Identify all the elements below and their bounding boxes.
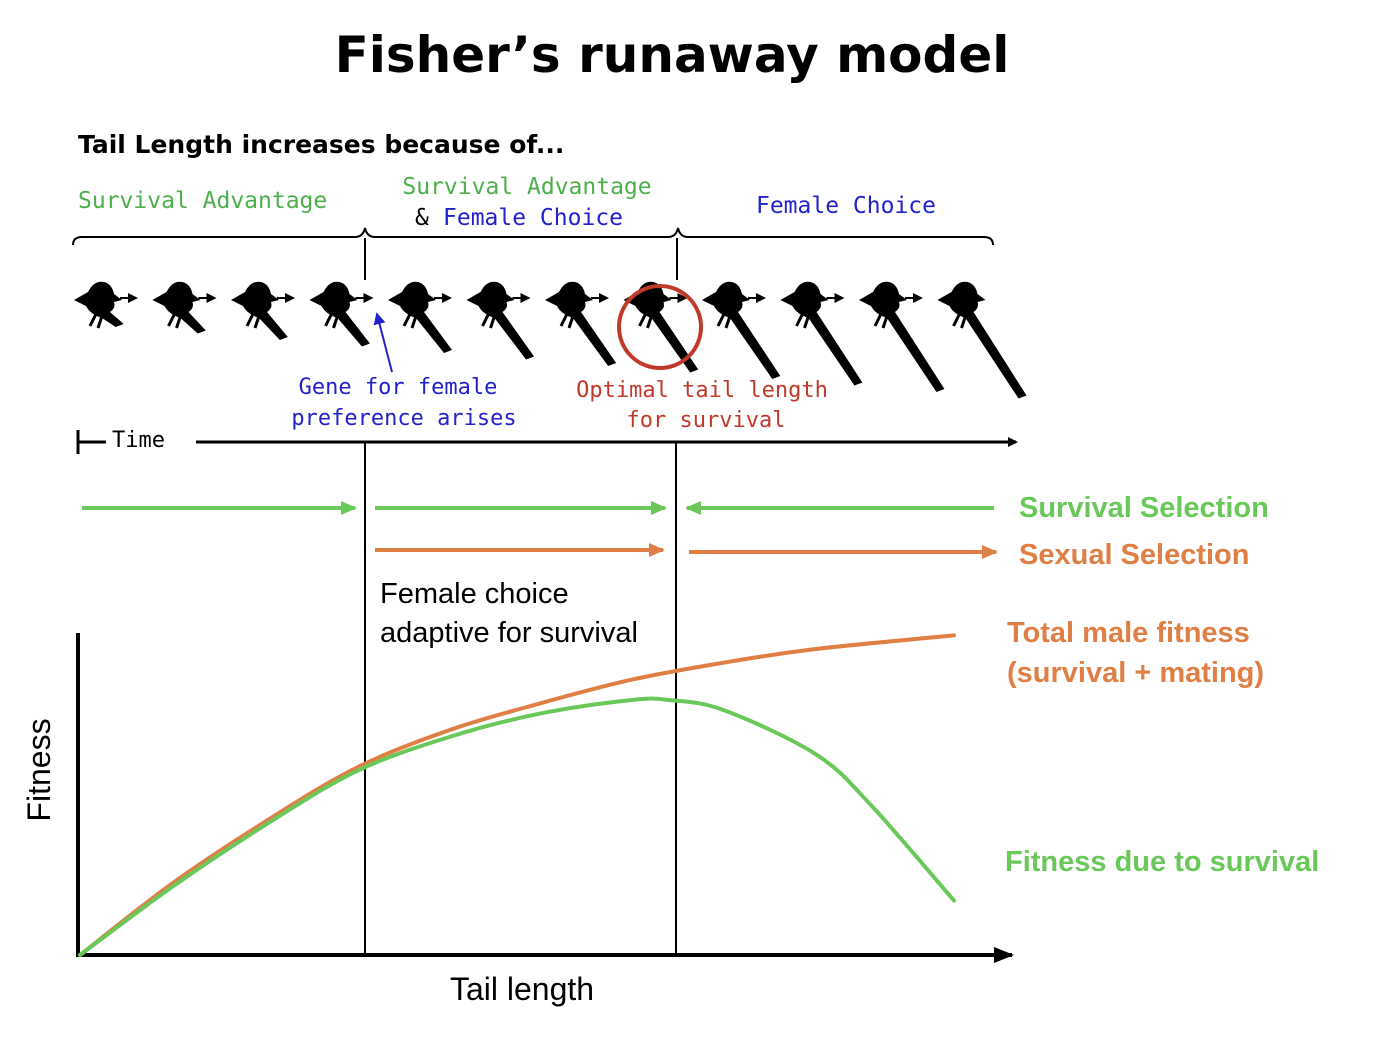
bird-silhouette (388, 281, 452, 353)
optimal-label-line2: for survival (627, 408, 786, 433)
series-label-total-line1: Total male fitness (1007, 617, 1250, 649)
phase-survival-advantage: Survival Advantage (78, 188, 327, 214)
optimal-tail-circle (617, 284, 703, 370)
female-adaptive-line1: Female choice (380, 578, 569, 610)
phase-braces (72, 227, 994, 246)
gene-arrow (373, 312, 393, 373)
bird-sequence (74, 281, 1027, 399)
bird-silhouette (152, 281, 206, 334)
y-axis-label: Fitness (21, 718, 57, 821)
series-line-total-fitness (78, 633, 956, 957)
series-layer (78, 633, 956, 957)
fitness-plot (76, 633, 1014, 963)
phase-both-line2: Female Choice (443, 205, 623, 231)
phase-female-choice: Female Choice (756, 193, 936, 219)
optimal-label-line1: Optimal tail length (576, 378, 828, 403)
survival-selection-label: Survival Selection (1019, 492, 1269, 524)
bird-silhouette (309, 281, 370, 347)
sexual-selection-label: Sexual Selection (1019, 539, 1250, 571)
phase-both-line1: Survival Advantage (402, 174, 651, 200)
subtitle: Tail Length increases because of... (78, 130, 564, 159)
series-label-total-line2: (survival + mating) (1007, 657, 1264, 689)
bird-silhouette (780, 281, 863, 386)
female-adaptive-line2: adaptive for survival (380, 617, 638, 649)
bird-silhouette (74, 281, 124, 329)
bird-silhouette (937, 281, 1027, 399)
gene-label-line2: preference arises (291, 406, 516, 431)
x-axis-label: Tail length (450, 971, 594, 1007)
bird-silhouette (623, 281, 699, 373)
bird-silhouette (702, 281, 781, 379)
bird-silhouette (466, 281, 535, 360)
phase-both-amp: & (415, 205, 429, 231)
series-line-survival-fitness (78, 696, 956, 957)
gene-label-line1: Gene for female (299, 375, 498, 400)
bird-silhouette (859, 281, 945, 392)
bird-silhouette (231, 281, 288, 340)
series-label-survival: Fitness due to survival (1005, 846, 1319, 878)
page-title: Fisher’s runaway model (335, 26, 1010, 84)
bird-silhouette (545, 281, 617, 366)
time-label: Time (112, 428, 165, 453)
